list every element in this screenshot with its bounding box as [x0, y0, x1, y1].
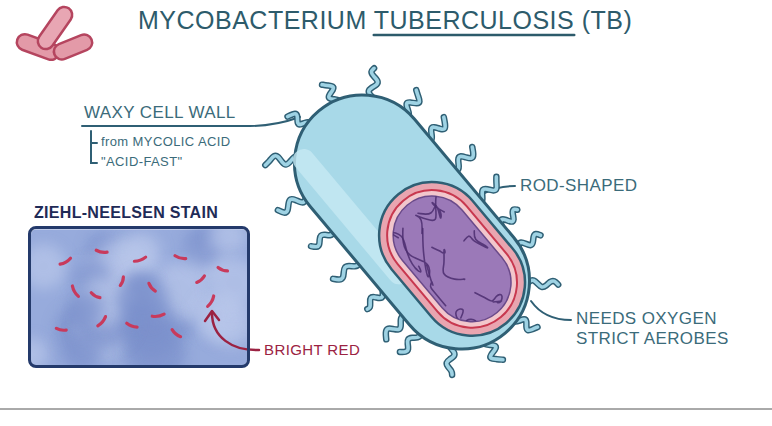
red-rod: [91, 293, 100, 298]
red-rod: [172, 330, 180, 337]
rod-icon: [35, 4, 76, 52]
red-rod: [72, 286, 78, 296]
stain-blot: [123, 233, 161, 271]
red-rod: [175, 256, 186, 259]
leader-line: [531, 301, 571, 320]
red-rod: [96, 250, 107, 252]
cell-wall-layer: [357, 160, 546, 357]
bracket: [91, 131, 97, 163]
pili: [233, 36, 590, 409]
stain-blot: [68, 291, 103, 326]
arrow-head: [205, 311, 219, 321]
callout-label: WAXY CELL WALL: [84, 103, 236, 123]
stain-blot: [61, 332, 101, 365]
stain-blot: [208, 258, 247, 309]
red-rod: [56, 328, 66, 330]
dna-strand: [453, 306, 478, 332]
red-rod: [127, 323, 137, 327]
bacterium: [233, 36, 590, 409]
title-underline-group: [374, 35, 575, 36]
red-rod: [149, 283, 155, 291]
dna-strand: [463, 231, 488, 257]
dna-strand: [418, 265, 455, 306]
dna-strand: [404, 188, 451, 234]
red-rod: [60, 258, 70, 264]
bottom-rule: [0, 409, 772, 410]
arrow: [205, 311, 259, 350]
stain-field: [31, 229, 247, 365]
red-rod: [208, 296, 214, 306]
red-rod: [218, 267, 227, 270]
red-rod: [134, 257, 145, 261]
stain-blot: [209, 229, 245, 255]
red-rod: [197, 276, 205, 282]
stain-slide: [28, 226, 250, 368]
dna-strand: [426, 242, 467, 287]
dna-strand: [475, 281, 504, 311]
callout-label: NEEDS OXYGEN STRICT AEROBES: [576, 309, 756, 348]
dna-strand: [394, 219, 449, 277]
stain-blot: [31, 338, 47, 365]
red-rod: [98, 317, 106, 326]
title-underline: [374, 34, 575, 37]
bacteria-icon: [15, 4, 95, 62]
title: MYCOBACTERIUM TUBERCULOSIS (TB): [138, 6, 632, 35]
red-rod: [152, 314, 164, 316]
membrane: [369, 172, 536, 346]
callout-label: ROD-SHAPED: [520, 176, 637, 196]
stain-panel: ZIEHL-NEELSEN STAIN: [28, 203, 250, 368]
sub-label: from MYCOLIC ACID: [101, 135, 231, 150]
dna: [383, 186, 521, 332]
stain-blot: [31, 244, 66, 289]
panel-heading: ZIEHL-NEELSEN STAIN: [34, 203, 250, 222]
color-label: BRIGHT RED: [264, 341, 360, 358]
sub-label: "ACID-FAST": [101, 155, 183, 170]
stain-blot: [117, 273, 167, 323]
cytoplasm: [377, 180, 527, 337]
red-rod: [120, 277, 123, 285]
waxy-cell-wall: [267, 67, 558, 377]
